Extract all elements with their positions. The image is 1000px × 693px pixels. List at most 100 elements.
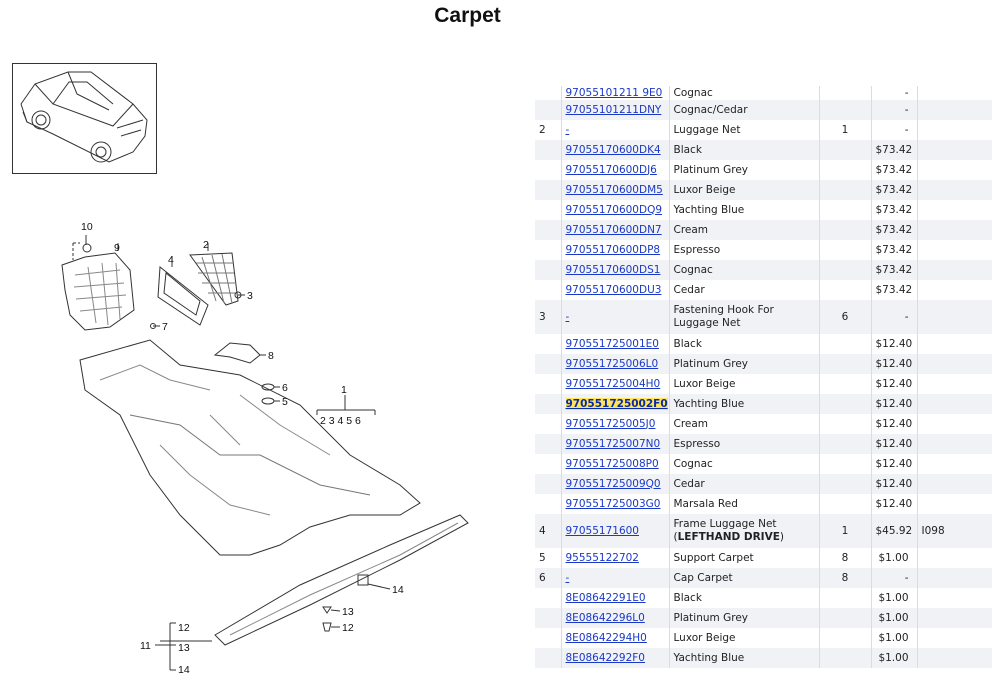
callout-14: 14 bbox=[392, 584, 404, 596]
part-number-cell: 8E08642294H0 bbox=[561, 628, 670, 648]
price-cell: $12.40 bbox=[871, 374, 918, 394]
price-cell: $73.42 bbox=[871, 240, 918, 260]
part-number-link[interactable]: 97055171600 bbox=[565, 524, 640, 537]
part-number-link[interactable]: 8E08642294H0 bbox=[565, 631, 647, 644]
description-text: Marsala Red bbox=[673, 497, 738, 510]
part-number-link[interactable]: 970551725006L0 bbox=[565, 357, 659, 370]
item-number bbox=[535, 334, 562, 354]
part-number-link[interactable]: 97055101211DNY bbox=[565, 103, 662, 116]
description-cell: Black bbox=[669, 588, 820, 608]
part-number-link[interactable]: 970551725009Q0 bbox=[565, 477, 661, 490]
option-code-cell bbox=[917, 608, 992, 628]
part-number-link[interactable]: 97055170600DS1 bbox=[565, 263, 661, 276]
part-number-link[interactable]: 97055170600DK4 bbox=[565, 143, 661, 156]
part-number-cell: 95555122702 bbox=[561, 548, 670, 568]
part-number-link[interactable]: 970551725001E0 bbox=[565, 337, 659, 350]
part-number-link[interactable]: 97055170600DJ6 bbox=[565, 163, 657, 176]
quantity-cell bbox=[819, 220, 872, 240]
part-number-cell: - bbox=[561, 568, 670, 588]
quantity-cell bbox=[819, 200, 872, 220]
option-code-cell bbox=[917, 394, 992, 414]
price-cell: $73.42 bbox=[871, 180, 918, 200]
price-cell: $12.40 bbox=[871, 394, 918, 414]
quantity-cell bbox=[819, 280, 872, 300]
option-code-cell bbox=[917, 200, 992, 220]
callout-2: 2 bbox=[203, 239, 209, 251]
description-cell: Luxor Beige bbox=[669, 628, 820, 648]
part-number-cell: 970551725008P0 bbox=[561, 454, 670, 474]
part-number-link[interactable]: 8E08642296L0 bbox=[565, 611, 645, 624]
description-text: Cognac bbox=[673, 263, 713, 276]
part-number-link[interactable]: 95555122702 bbox=[565, 551, 640, 564]
callout-8: 8 bbox=[268, 350, 274, 362]
part-number-link[interactable]: 97055101211 9E0 bbox=[565, 86, 663, 99]
description-text: Yachting Blue bbox=[673, 651, 745, 664]
price-cell: $1.00 bbox=[871, 588, 918, 608]
part-number-link[interactable]: 970551725007N0 bbox=[565, 437, 661, 450]
part-number-link[interactable]: - bbox=[565, 571, 570, 584]
part-number-cell: 970551725003G0 bbox=[561, 494, 670, 514]
part-number-link[interactable]: 97055170600DU3 bbox=[565, 283, 662, 296]
part-number-link[interactable]: 97055170600DQ9 bbox=[565, 203, 663, 216]
quantity-cell bbox=[819, 160, 872, 180]
part-number-link[interactable]: 97055170600DM5 bbox=[565, 183, 663, 196]
page-title: Carpet bbox=[434, 4, 501, 27]
part-number-link[interactable]: 970551725008P0 bbox=[565, 457, 659, 470]
description-cell: Marsala Red bbox=[669, 494, 820, 514]
description-text: Platinum Grey bbox=[673, 611, 749, 624]
price-cell: $12.40 bbox=[871, 474, 918, 494]
part-number-link[interactable]: 97055170600DP8 bbox=[565, 243, 661, 256]
quantity-cell bbox=[819, 100, 872, 120]
item-number bbox=[535, 100, 562, 120]
item-number: 6 bbox=[535, 568, 562, 588]
option-code-cell bbox=[917, 240, 992, 260]
description-cell: Black bbox=[669, 334, 820, 354]
description-text: Luxor Beige bbox=[673, 631, 736, 644]
part-number-link[interactable]: 8E08642292F0 bbox=[565, 651, 645, 664]
part-number-cell: 970551725009Q0 bbox=[561, 474, 670, 494]
item-number bbox=[535, 220, 562, 240]
option-code-cell bbox=[917, 374, 992, 394]
item-number bbox=[535, 280, 562, 300]
part-10-clip bbox=[82, 243, 92, 253]
part-number-link[interactable]: - bbox=[565, 123, 570, 136]
quantity-cell: 8 bbox=[819, 568, 872, 588]
part-number-link[interactable]: 8E08642291E0 bbox=[565, 591, 646, 604]
price-cell: $12.40 bbox=[871, 414, 918, 434]
part-number-link[interactable]: 970551725003G0 bbox=[565, 497, 661, 510]
description-text: Black bbox=[673, 591, 702, 604]
option-code-cell bbox=[917, 494, 992, 514]
description-cell: Cognac bbox=[669, 86, 820, 100]
part-number-link[interactable]: 970551725005J0 bbox=[565, 417, 656, 430]
part-number-link[interactable]: 970551725002F0 bbox=[565, 397, 668, 410]
description-cell: Yachting Blue bbox=[669, 394, 820, 414]
part-number-cell: 970551725006L0 bbox=[561, 354, 670, 374]
option-code-cell bbox=[917, 588, 992, 608]
part-number-cell: 97055170600DM5 bbox=[561, 180, 670, 200]
part-number-cell: 970551725002F0 bbox=[561, 394, 670, 414]
description-cell: Platinum Grey bbox=[669, 354, 820, 374]
description-cell: Fastening Hook For Luggage Net bbox=[669, 300, 820, 334]
part-number-cell: 970551725005J0 bbox=[561, 414, 670, 434]
option-code-cell bbox=[917, 160, 992, 180]
part-number-link[interactable]: 970551725004H0 bbox=[565, 377, 661, 390]
item-number bbox=[535, 140, 562, 160]
description-cell: Cedar bbox=[669, 280, 820, 300]
part-number-link[interactable]: - bbox=[565, 310, 570, 323]
price-cell: $12.40 bbox=[871, 434, 918, 454]
part-number-link[interactable]: 97055170600DN7 bbox=[565, 223, 662, 236]
item-number bbox=[535, 240, 562, 260]
option-code-cell bbox=[917, 334, 992, 354]
description-text: Cedar bbox=[673, 477, 705, 490]
